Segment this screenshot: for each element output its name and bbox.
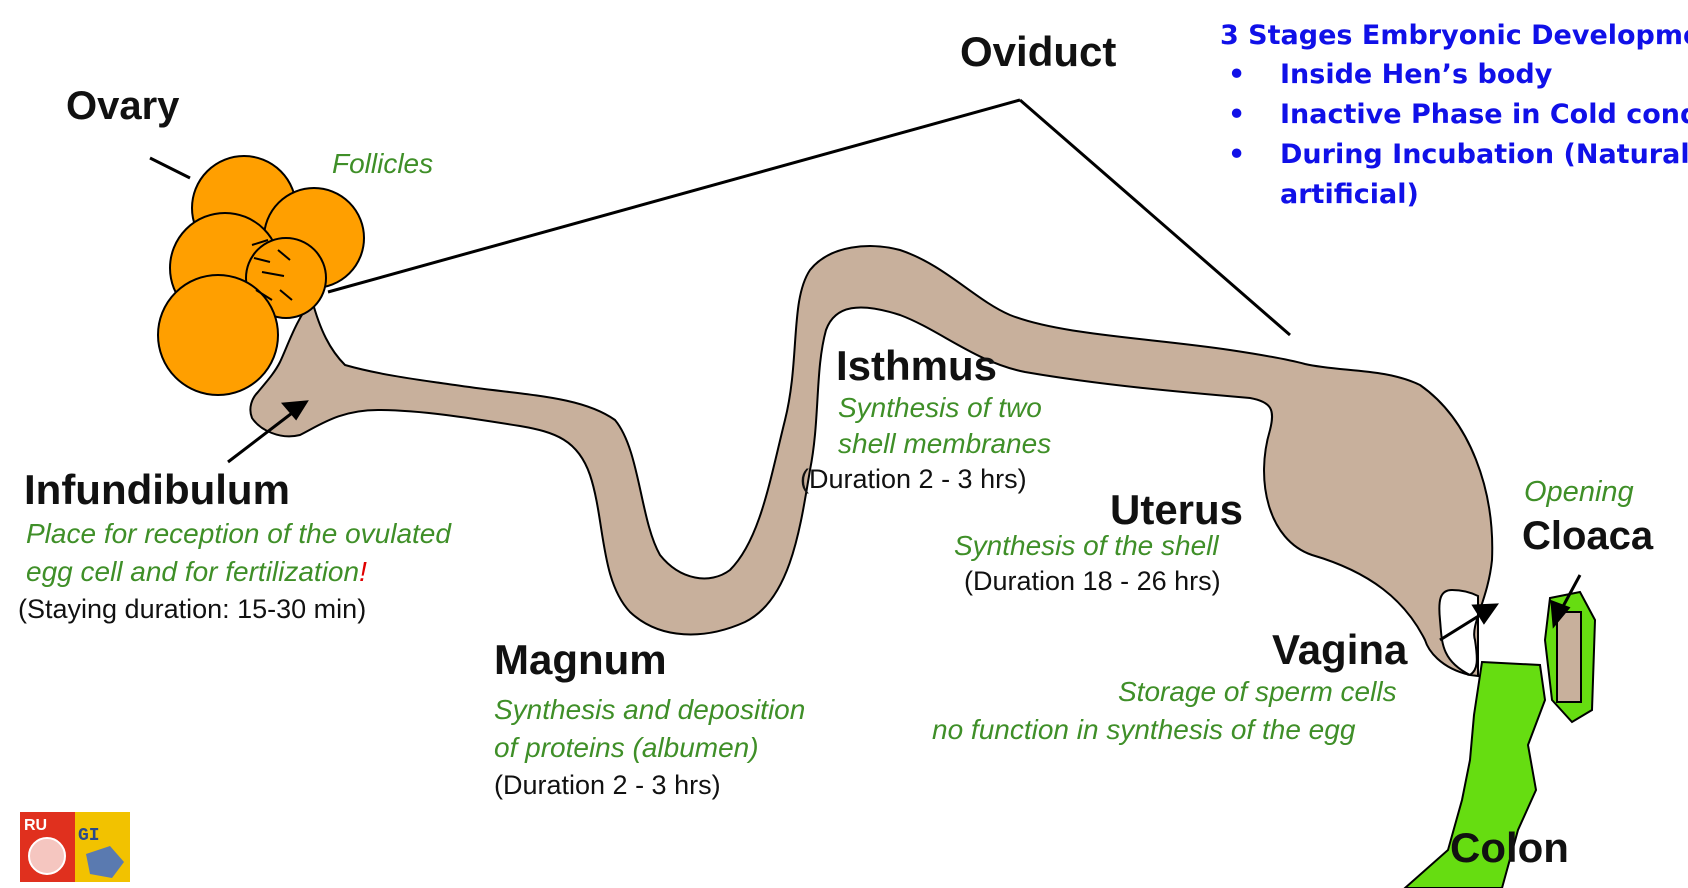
vagina-desc-1: Storage of sperm cells	[1118, 676, 1397, 708]
isthmus-label: Isthmus	[836, 342, 997, 390]
embryonic-stages-panel: 3 Stages Embryonic Development Inside He…	[1220, 20, 1688, 215]
institution-logo: RU GI	[20, 812, 130, 882]
infundibulum-desc-1: Place for reception of the ovulated	[26, 518, 451, 550]
vagina-desc-2: no function in synthesis of the egg	[932, 714, 1355, 746]
uterus-duration: (Duration 18 - 26 hrs)	[964, 566, 1221, 597]
ovary-label: Ovary	[66, 84, 179, 129]
isthmus-duration: (Duration 2 - 3 hrs)	[800, 464, 1027, 495]
logo-text-2: GI	[78, 826, 100, 846]
magnum-desc-2: of proteins (albumen)	[494, 732, 759, 764]
infundibulum-desc-2: egg cell and for fertilization!	[26, 556, 367, 588]
stage-item: During Incubation (Natural or artificial…	[1220, 135, 1688, 215]
oviduct-tract-shape	[250, 246, 1492, 676]
infundibulum-label: Infundibulum	[24, 466, 290, 514]
colon-label: Colon	[1450, 824, 1569, 872]
magnum-label: Magnum	[494, 636, 667, 684]
stages-list: Inside Hen’s body Inactive Phase in Cold…	[1220, 55, 1688, 215]
logo-text-1: RU	[24, 817, 47, 834]
infundibulum-duration: (Staying duration: 15-30 min)	[18, 594, 366, 625]
vagina-label: Vagina	[1272, 626, 1407, 674]
cloaca-label: Cloaca	[1522, 514, 1653, 559]
isthmus-desc-2: shell membranes	[838, 428, 1051, 460]
uterus-label: Uterus	[1110, 486, 1243, 534]
opening-label: Opening	[1524, 476, 1634, 509]
stage-item: Inactive Phase in Cold condition	[1220, 95, 1688, 135]
infundibulum-desc-2-text: egg cell and for fertilization	[26, 556, 359, 587]
follicles-label: Follicles	[332, 148, 433, 180]
exclamation-mark: !	[359, 556, 367, 587]
stage-item: Inside Hen’s body	[1220, 55, 1688, 95]
isthmus-desc-1: Synthesis of two	[838, 392, 1042, 424]
oviduct-label: Oviduct	[960, 28, 1116, 76]
uterus-desc: Synthesis of the shell	[954, 530, 1219, 562]
stages-title: 3 Stages Embryonic Development	[1220, 20, 1688, 51]
magnum-desc-1: Synthesis and deposition	[494, 694, 805, 726]
magnum-duration: (Duration 2 - 3 hrs)	[494, 770, 721, 801]
